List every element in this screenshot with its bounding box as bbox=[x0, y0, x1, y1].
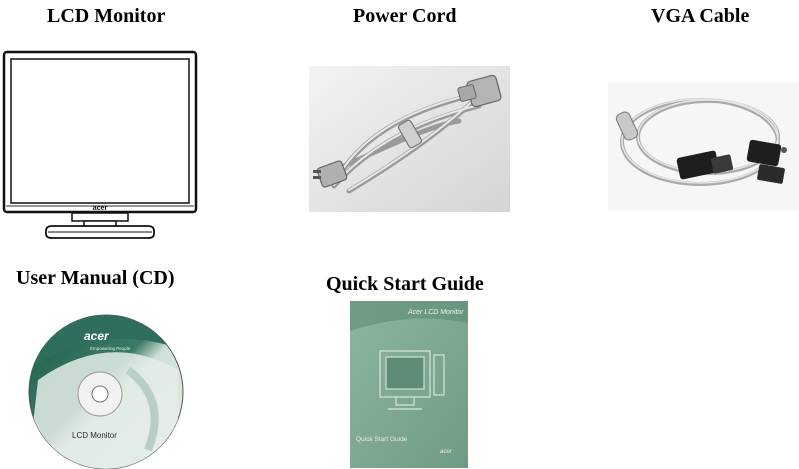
lcd-monitor-label: LCD Monitor bbox=[47, 5, 166, 27]
cd-product: LCD Monitor bbox=[72, 431, 117, 440]
lcd-monitor-image: acer bbox=[2, 50, 198, 242]
guide-brand: acer bbox=[440, 449, 453, 455]
power-cord-label: Power Cord bbox=[353, 5, 457, 27]
cd-disc-image: acer Empowering People LCD Monitor bbox=[28, 310, 184, 469]
guide-header: Acer LCD Monitor bbox=[407, 309, 464, 316]
quick-start-guide-image: Acer LCD Monitor Quick Start Guide acer bbox=[350, 301, 468, 468]
quick-start-guide-label: Quick Start Guide bbox=[326, 273, 484, 295]
cd-brand: acer bbox=[84, 329, 110, 343]
user-manual-cd-label: User Manual (CD) bbox=[16, 267, 175, 289]
monitor-logo: acer bbox=[93, 205, 108, 212]
power-cord-image bbox=[309, 66, 510, 212]
vga-cable-label: VGA Cable bbox=[651, 5, 750, 27]
guide-footer: Quick Start Guide bbox=[356, 436, 408, 443]
cd-tagline: Empowering People bbox=[90, 346, 131, 351]
vga-cable-image bbox=[608, 82, 799, 210]
